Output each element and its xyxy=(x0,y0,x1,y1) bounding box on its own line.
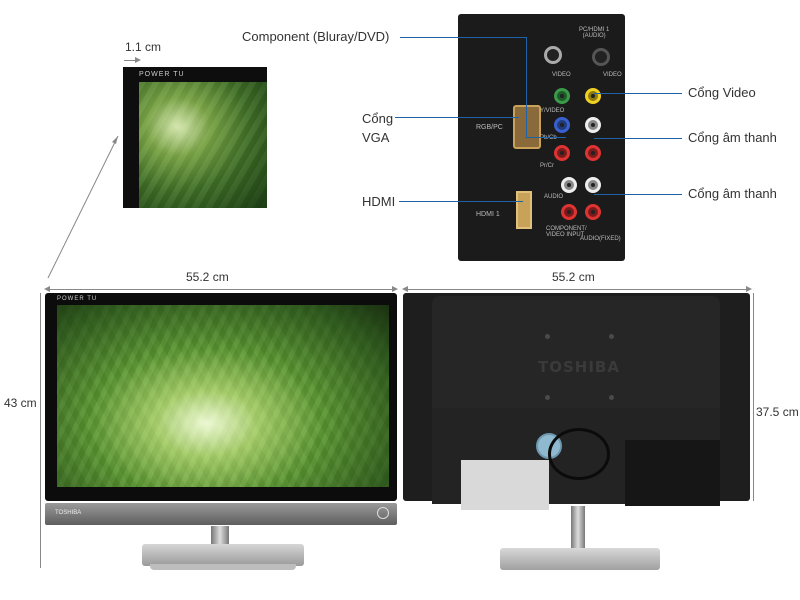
panel-video-label: VIDEO xyxy=(552,72,571,78)
front-tv-model: POWER TU xyxy=(57,296,98,302)
video-port xyxy=(585,88,601,104)
component-leader-h2 xyxy=(526,137,566,138)
rear-tv-stand-base xyxy=(500,548,660,570)
audio-leader-2 xyxy=(594,194,682,195)
rear-height-label: 37.5 cm xyxy=(756,405,799,419)
front-tv-logo: TOSHIBA xyxy=(55,510,82,516)
power-button-icon xyxy=(377,507,389,519)
panel-prcr-label: Pr/Cr xyxy=(540,163,554,169)
panel-video-label-2: VIDEO xyxy=(603,72,622,78)
component-pb-port xyxy=(554,117,570,133)
front-height-label: 43 cm xyxy=(4,396,37,410)
front-width-label: 55.2 cm xyxy=(186,270,229,284)
component-top-port xyxy=(544,46,562,64)
bezel-dimension-label: 1.1 cm xyxy=(125,40,162,54)
front-tv-speaker-bar xyxy=(45,503,397,525)
front-tv-stand-foot xyxy=(150,564,296,570)
front-tv-stand-neck xyxy=(211,526,229,546)
audio-r-port-2 xyxy=(561,204,577,220)
front-tv-stand-base xyxy=(142,544,304,566)
bezel-zoom-image: POWER TU xyxy=(123,67,267,208)
zoom-pointer-line xyxy=(47,135,119,279)
bezel-dimension-arrow xyxy=(124,57,141,63)
hdmi-label: HDMI xyxy=(362,194,396,209)
rear-height-line xyxy=(753,293,754,501)
panel-audio-label: AUDIO xyxy=(544,194,564,200)
audio-label-1: Cổng âm thanh xyxy=(688,130,777,145)
back-panel-closeup: PC/HDMI 1(AUDIO) VIDEO VIDEO Y/VIDEO Pb/… xyxy=(458,14,625,261)
panel-hdmi1-label: HDMI 1 xyxy=(476,211,500,218)
rear-width-line-right xyxy=(560,286,752,292)
audio-r-port-1 xyxy=(585,145,601,161)
front-width-line xyxy=(44,286,395,292)
component-y-port xyxy=(554,88,570,104)
component-leader-h xyxy=(400,37,526,38)
audio-l-port-3 xyxy=(585,177,601,193)
panel-pc-hdmi-audio: PC/HDMI 1(AUDIO) xyxy=(579,27,610,39)
panel-yvideo-label: Y/VIDEO xyxy=(540,108,565,114)
hdmi-leader xyxy=(399,201,523,202)
zoom-brand-label: POWER TU xyxy=(139,71,185,78)
audio-l-port-1 xyxy=(585,117,601,133)
audio-label-2: Cổng âm thanh xyxy=(688,186,777,201)
vesa-screw xyxy=(545,395,550,400)
video-leader xyxy=(594,93,682,94)
rear-width-line xyxy=(402,286,749,292)
front-tv-screen xyxy=(57,305,389,487)
front-width-line-right xyxy=(200,286,398,292)
front-height-line xyxy=(40,293,41,568)
vesa-screw xyxy=(609,334,614,339)
panel-audio-fixed-label: AUDIO(FIXED) xyxy=(580,236,621,242)
rear-tv-logo: TOSHIBA xyxy=(538,358,620,376)
audio-l-port-2 xyxy=(561,177,577,193)
panel-pbcb-label: Pb/Cb xyxy=(540,135,557,141)
rear-width-label: 55.2 cm xyxy=(552,270,595,284)
power-cable xyxy=(548,428,610,480)
rear-tv-stand-neck xyxy=(571,506,585,548)
panel-rgb-pc-label: RGB/PC xyxy=(476,124,503,131)
rear-tv-upper-cover xyxy=(432,296,720,408)
audio-leader-1 xyxy=(594,138,682,139)
panel-component-input-label: COMPONENT/VIDEO INPUT xyxy=(546,226,587,238)
audio-pc-port xyxy=(592,48,610,66)
vesa-screw xyxy=(609,395,614,400)
audio-r-port-3 xyxy=(585,204,601,220)
rear-label-sticker xyxy=(461,460,549,510)
video-label: Cổng Video xyxy=(688,85,756,100)
vesa-screw xyxy=(545,334,550,339)
vga-port xyxy=(513,105,541,149)
vga-leader xyxy=(395,117,519,118)
rear-ports-panel xyxy=(625,440,720,506)
hdmi-port xyxy=(516,191,532,229)
component-leader-v xyxy=(526,37,527,137)
zoom-screen xyxy=(139,82,267,208)
component-label: Component (Bluray/DVD) xyxy=(242,29,390,44)
component-pr-port xyxy=(554,145,570,161)
